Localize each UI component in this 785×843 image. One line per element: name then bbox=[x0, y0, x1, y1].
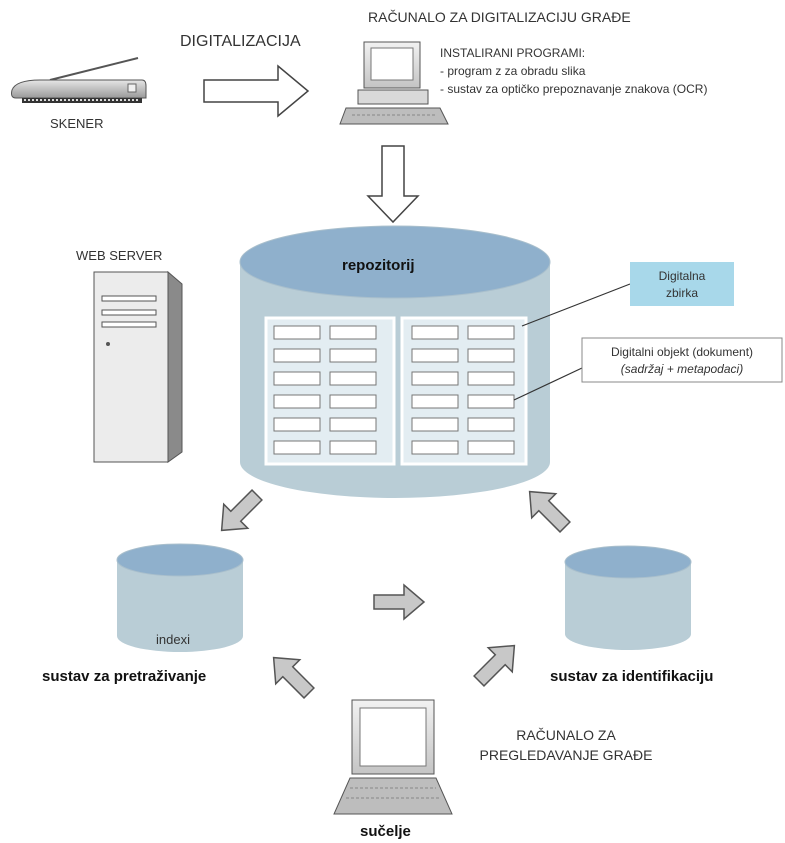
viewer-title-line1: RAČUNALO ZA bbox=[516, 727, 616, 743]
index-label: indexi bbox=[156, 632, 190, 647]
object-callout-line1: Digitalni objekt (dokument) bbox=[611, 345, 753, 359]
flow-arrow bbox=[220, 489, 263, 532]
collection-callout-line2: zbirka bbox=[666, 286, 698, 300]
workstation-title: RAČUNALO ZA DIGITALIZACIJU GRAĐE bbox=[368, 9, 631, 25]
digitization-arrow bbox=[203, 64, 310, 118]
flow-arrow bbox=[272, 656, 315, 699]
search-index-cylinder bbox=[116, 543, 244, 652]
repository-label: repozitorij bbox=[342, 257, 415, 274]
down-arrow bbox=[366, 145, 420, 224]
programs-heading: INSTALIRANI PROGRAMI: bbox=[440, 46, 585, 60]
digitization-label: DIGITALIZACIJA bbox=[180, 33, 301, 50]
identification-system-label: sustav za identifikaciju bbox=[550, 668, 713, 685]
program-item: - sustav za optičko prepoznavanje znakov… bbox=[440, 82, 707, 96]
identification-cylinder bbox=[564, 545, 692, 650]
desktop-computer-icon bbox=[339, 41, 449, 125]
object-callout-line2: (sadržaj + metapodaci) bbox=[621, 362, 743, 376]
search-system-label: sustav za pretraživanje bbox=[42, 668, 206, 685]
flow-arrow bbox=[528, 490, 571, 533]
collection-callout-line1: Digitalna bbox=[659, 269, 706, 283]
object-callout bbox=[581, 337, 783, 383]
scanner-icon bbox=[11, 57, 147, 103]
program-item: - program z za obradu slika bbox=[440, 64, 586, 78]
digital-collection-table bbox=[264, 316, 396, 466]
object-connector bbox=[513, 367, 583, 401]
flow-arrow bbox=[473, 644, 516, 687]
scanner-label: SKENER bbox=[50, 116, 103, 131]
digital-collection-table bbox=[400, 316, 528, 466]
web-server-label: WEB SERVER bbox=[76, 248, 162, 263]
collection-connector bbox=[521, 283, 631, 327]
server-icon bbox=[93, 270, 183, 463]
flow-arrow bbox=[373, 583, 426, 621]
laptop-icon bbox=[333, 699, 453, 815]
collection-callout bbox=[630, 262, 734, 306]
viewer-title-line2: PREGLEDAVANJE GRAĐE bbox=[480, 747, 653, 763]
interface-label: sučelje bbox=[360, 823, 411, 840]
